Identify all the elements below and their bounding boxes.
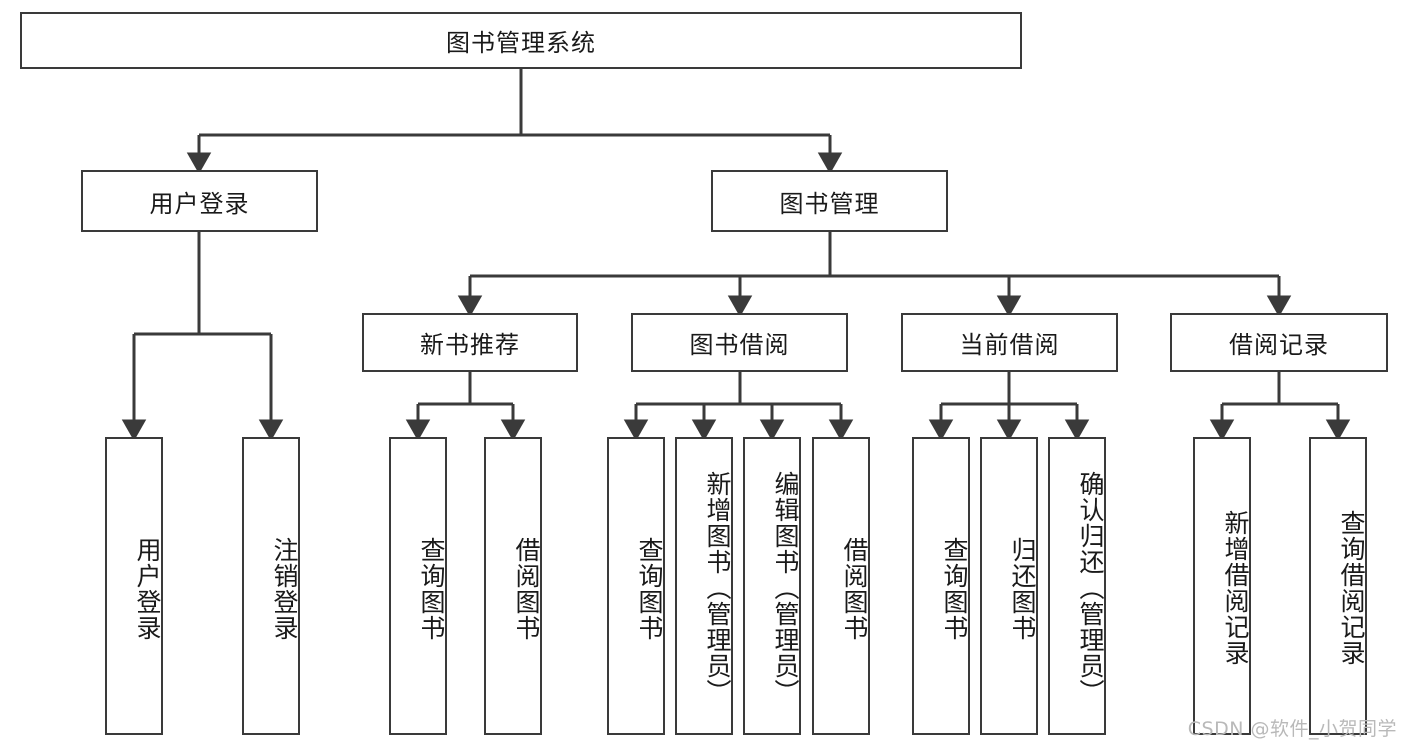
node-label: 新增图书（管理员） xyxy=(703,470,732,705)
watermark-text: CSDN @软件_小贺同学 xyxy=(1187,718,1397,740)
node-new-book-recommend[interactable]: 新书推荐 xyxy=(362,313,578,372)
node-label: 借阅图书 xyxy=(512,537,541,641)
leaf-recommend-borrow-book[interactable]: 借阅图书 xyxy=(484,437,542,735)
node-root-system[interactable]: 图书管理系统 xyxy=(20,12,1022,69)
node-label: 借阅记录 xyxy=(1229,331,1329,359)
node-book-management[interactable]: 图书管理 xyxy=(711,170,948,232)
leaf-current-query-book[interactable]: 查询图书 xyxy=(912,437,970,735)
node-label: 新书推荐 xyxy=(420,331,520,359)
node-book-borrow[interactable]: 图书借阅 xyxy=(631,313,848,372)
node-label: 图书管理系统 xyxy=(446,29,596,57)
leaf-borrow-borrow-book[interactable]: 借阅图书 xyxy=(812,437,870,735)
node-label: 查询图书 xyxy=(417,537,446,641)
leaf-record-query-record[interactable]: 查询借阅记录 xyxy=(1309,437,1367,735)
leaf-user-login-signout[interactable]: 注销登录 xyxy=(242,437,300,735)
node-label: 图书管理 xyxy=(779,189,880,218)
leaf-current-return-book[interactable]: 归还图书 xyxy=(980,437,1038,735)
node-label: 归还图书 xyxy=(1008,537,1037,641)
leaf-recommend-query-book[interactable]: 查询图书 xyxy=(389,437,447,735)
leaf-borrow-edit-book-admin[interactable]: 编辑图书（管理员） xyxy=(743,437,801,735)
leaf-user-login-signin[interactable]: 用户登录 xyxy=(105,437,163,735)
node-user-login[interactable]: 用户登录 xyxy=(81,170,318,232)
node-label: 查询图书 xyxy=(635,537,664,641)
leaf-borrow-query-book[interactable]: 查询图书 xyxy=(607,437,665,735)
node-label: 用户登录 xyxy=(133,537,162,641)
leaf-borrow-add-book-admin[interactable]: 新增图书（管理员） xyxy=(675,437,733,735)
node-borrow-record[interactable]: 借阅记录 xyxy=(1170,313,1388,372)
node-label: 查询图书 xyxy=(940,537,969,641)
node-label: 编辑图书（管理员） xyxy=(771,470,800,705)
node-label: 借阅图书 xyxy=(840,537,869,641)
node-label: 查询借阅记录 xyxy=(1337,509,1366,666)
node-label: 图书借阅 xyxy=(689,331,790,359)
leaf-record-add-record[interactable]: 新增借阅记录 xyxy=(1193,437,1251,735)
node-label: 注销登录 xyxy=(270,537,299,641)
node-label: 用户登录 xyxy=(149,189,250,218)
node-current-borrow[interactable]: 当前借阅 xyxy=(901,313,1118,372)
node-label: 确认归还（管理员） xyxy=(1076,470,1105,705)
node-label: 当前借阅 xyxy=(959,331,1060,359)
node-label: 新增借阅记录 xyxy=(1221,509,1250,666)
leaf-current-confirm-return-admin[interactable]: 确认归还（管理员） xyxy=(1048,437,1106,735)
